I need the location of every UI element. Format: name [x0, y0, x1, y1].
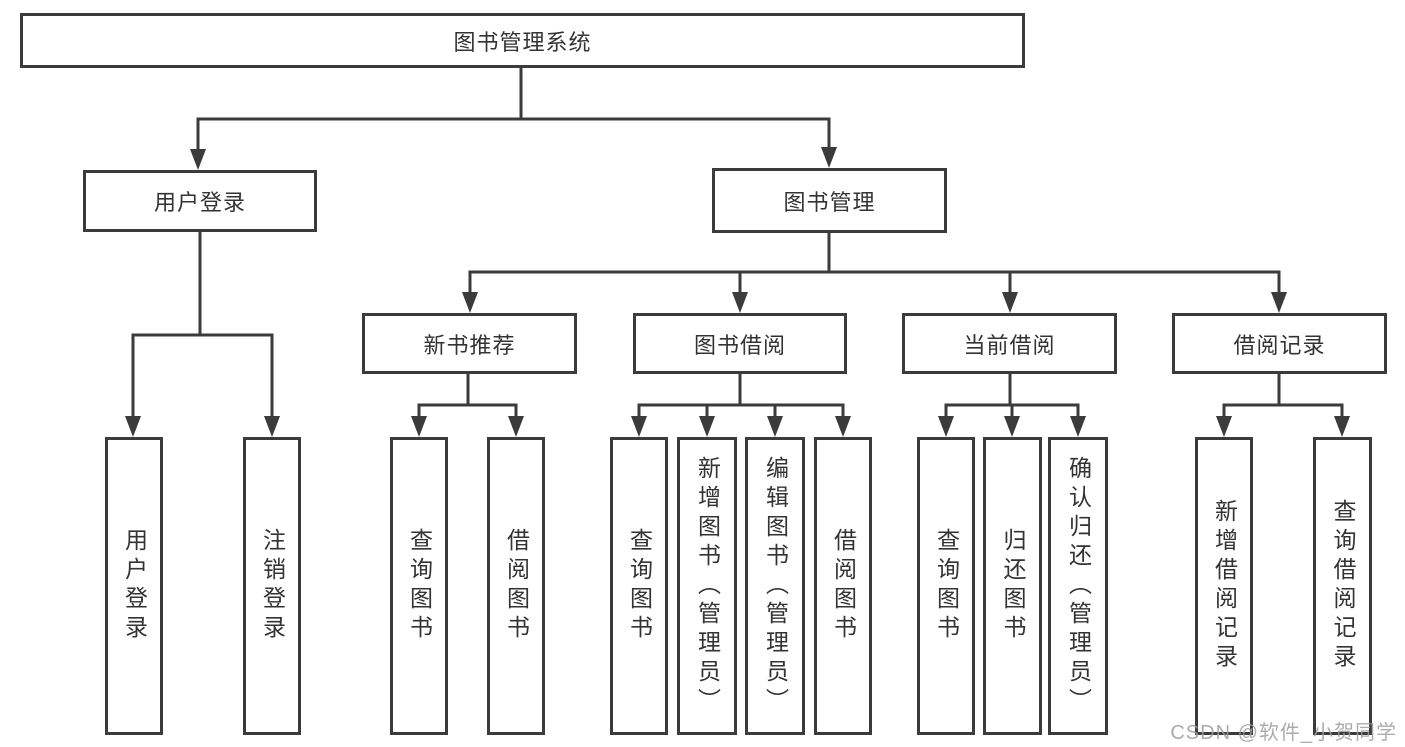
arrowhead-icon — [1216, 416, 1232, 437]
leaf-user-login: 用户登录 — [105, 437, 163, 735]
arrowhead-icon — [190, 149, 206, 170]
arrowhead-icon — [1070, 416, 1086, 437]
arrowhead-icon — [821, 147, 837, 168]
node-user-login: 用户登录 — [83, 170, 317, 232]
arrowhead-icon — [938, 416, 954, 437]
node-current-borrow: 当前借阅 — [902, 313, 1117, 374]
node-root: 图书管理系统 — [20, 13, 1025, 68]
arrowhead-icon — [767, 416, 783, 437]
arrowhead-icon — [411, 416, 427, 437]
arrowhead-icon — [1004, 416, 1020, 437]
leaf-confirm-return-admin: 确认归还（管理员） — [1048, 437, 1108, 735]
csdn-watermark: CSDN @软件_小贺同学 — [1170, 722, 1397, 744]
node-new-book-recommend: 新书推荐 — [362, 313, 577, 374]
leaf-query-books-borrow: 查询图书 — [610, 437, 668, 735]
leaf-borrow-books-recommend: 借阅图书 — [487, 437, 545, 735]
arrowhead-icon — [835, 416, 851, 437]
arrowhead-icon — [1002, 292, 1018, 313]
leaf-add-borrow-record: 新增借阅记录 — [1195, 437, 1253, 735]
arrowhead-icon — [125, 416, 141, 437]
arrowhead-icon — [264, 416, 280, 437]
arrowhead-icon — [462, 292, 478, 313]
leaf-borrow-books: 借阅图书 — [814, 437, 872, 735]
leaf-query-books-recommend: 查询图书 — [390, 437, 448, 735]
leaf-return-books: 归还图书 — [983, 437, 1042, 735]
arrowhead-icon — [1271, 292, 1287, 313]
arrowhead-icon — [732, 292, 748, 313]
arrowhead-icon — [699, 416, 715, 437]
arrowhead-icon — [631, 416, 647, 437]
leaf-query-borrow-record: 查询借阅记录 — [1313, 437, 1372, 735]
node-borrow-records: 借阅记录 — [1172, 313, 1387, 374]
leaf-add-books-admin: 新增图书（管理员） — [677, 437, 737, 735]
leaf-edit-books-admin: 编辑图书（管理员） — [745, 437, 805, 735]
leaf-logout: 注销登录 — [243, 437, 301, 735]
node-book-management: 图书管理 — [712, 168, 947, 233]
arrowhead-icon — [508, 416, 524, 437]
leaf-query-books-current: 查询图书 — [917, 437, 975, 735]
node-book-borrow: 图书借阅 — [633, 313, 847, 374]
arrowhead-icon — [1334, 416, 1350, 437]
